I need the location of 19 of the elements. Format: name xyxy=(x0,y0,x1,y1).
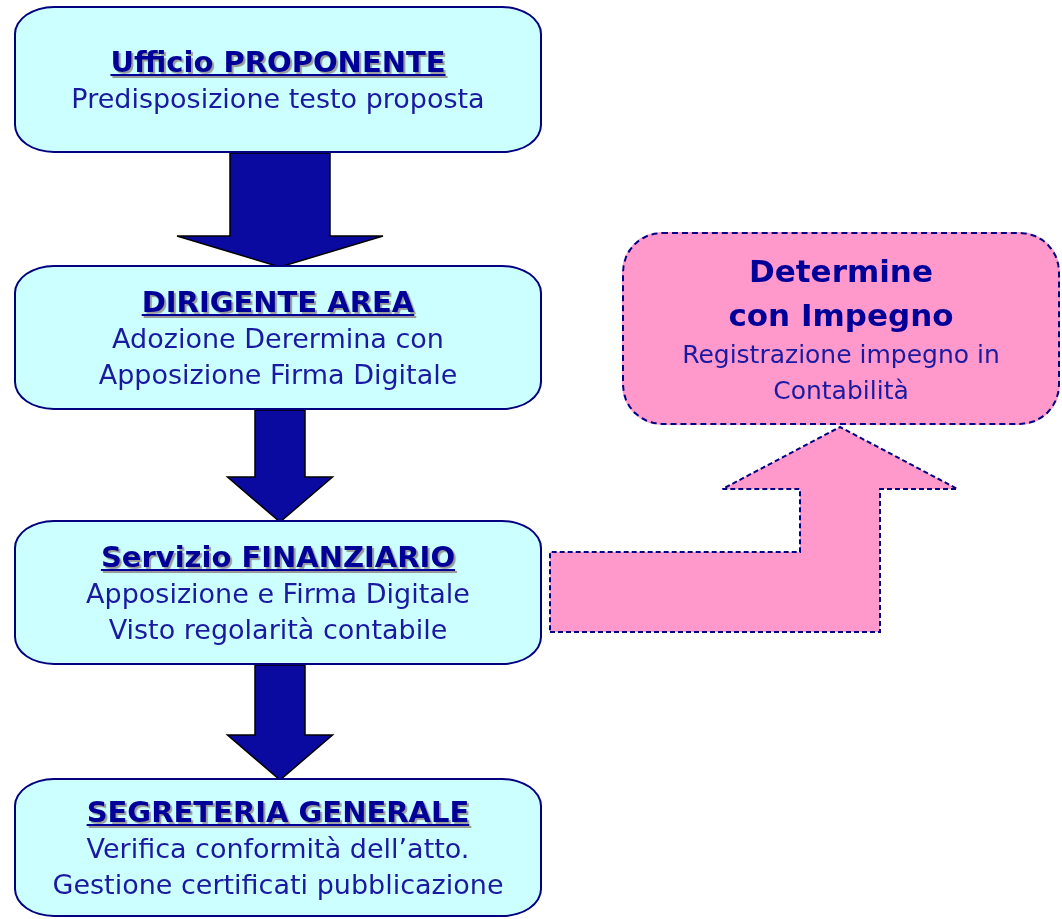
box-description: Registrazione impegno in Contabilità xyxy=(681,338,1001,407)
box-description: Apposizione e Firma Digitale Visto regolarità contabile xyxy=(85,576,471,647)
box-heading: DIRIGENTE AREA xyxy=(141,283,415,321)
process-box xyxy=(14,520,542,665)
process-box xyxy=(14,6,542,153)
process-box xyxy=(14,778,542,917)
box-description: Verifica conformità dell’atto. Gestione certificati pubblicazione xyxy=(51,831,505,902)
process-box xyxy=(622,232,1060,425)
block-arrow xyxy=(225,409,335,523)
box-description: Predisposizione testo proposta xyxy=(70,81,486,116)
block-arrow xyxy=(549,425,959,633)
box-heading: SEGRETERIA GENERALE xyxy=(86,793,470,831)
block-arrow xyxy=(176,152,384,268)
process-box xyxy=(14,265,542,410)
box-heading: Servizio FINANZIARIO xyxy=(100,538,456,576)
box-heading: Determine con Impegno xyxy=(727,251,955,335)
box-description: Adozione Derermina con Apposizione Firma Digitale xyxy=(97,321,459,392)
block-arrow xyxy=(225,664,335,781)
box-heading: Ufficio PROPONENTE xyxy=(110,43,446,81)
